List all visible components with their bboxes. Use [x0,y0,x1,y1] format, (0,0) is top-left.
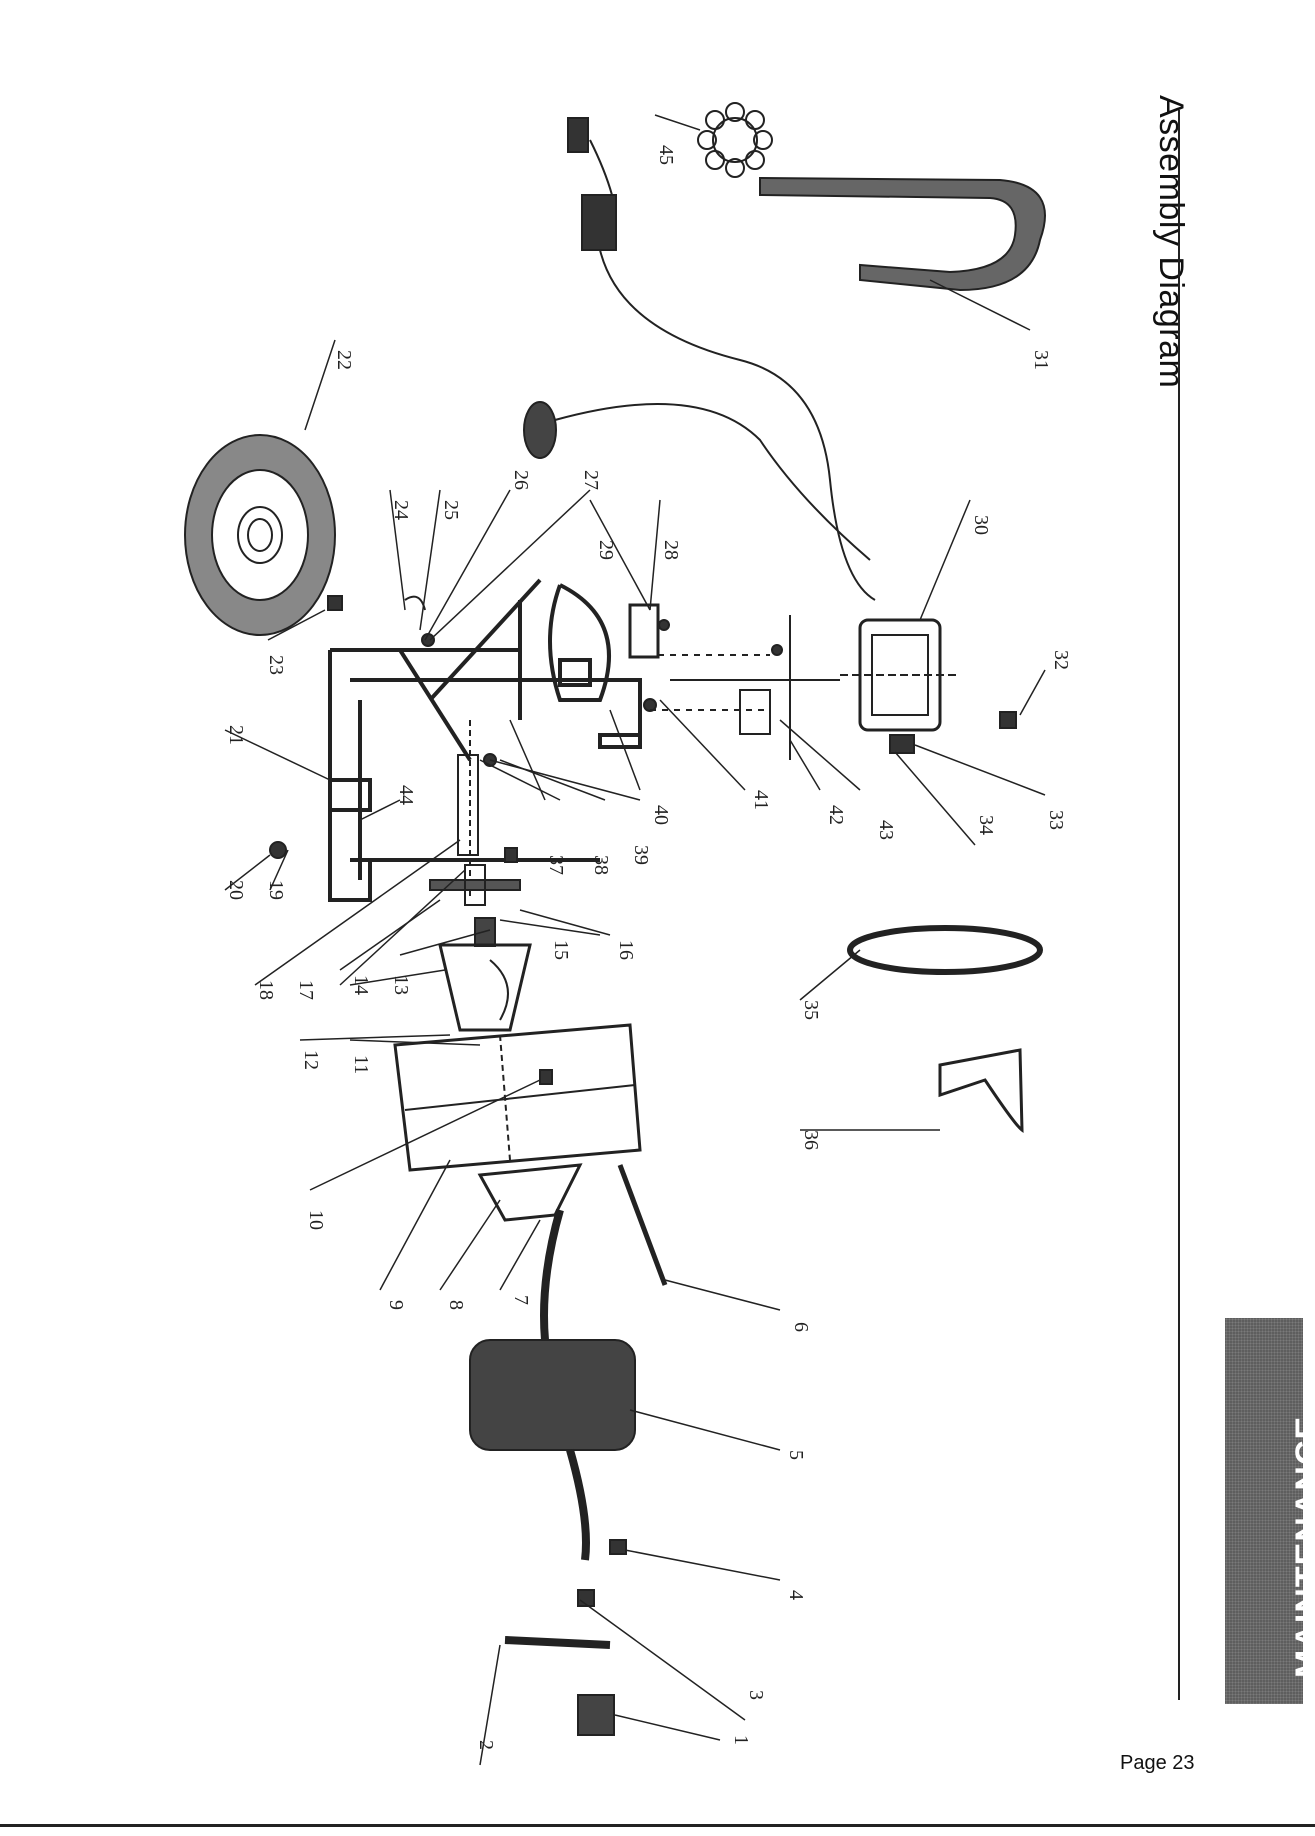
part-44-shaft [458,720,517,900]
part-2-wand [505,1640,610,1645]
callout-25: 25 [440,500,462,520]
part-19-nut [270,842,286,858]
part-10-tank [395,1025,640,1170]
callout-38: 38 [590,855,612,875]
callout-23: 23 [265,655,287,675]
callout-39: 39 [630,845,652,865]
callout-18: 18 [255,980,277,1000]
callout-11: 11 [350,1055,372,1074]
callout-33: 33 [1045,810,1067,830]
part-1-valve [578,1695,614,1735]
callout-31: 31 [1030,350,1052,370]
part-34-connector [890,735,914,753]
part-32-knob [1000,712,1016,728]
callout-15: 15 [550,940,572,960]
callout-34: 34 [975,815,997,835]
callout-19: 19 [265,880,287,900]
callout-8: 8 [445,1300,467,1310]
callout-7: 7 [510,1295,532,1305]
part-36-plate [940,1050,1022,1130]
part-22-wheel [185,435,335,635]
part-21-frame [330,580,640,900]
callout-labels: 1 2 3 4 5 6 7 8 9 10 11 12 13 14 15 16 1… [225,145,1072,1750]
part-5-hose [470,1210,635,1560]
callout-43: 43 [875,820,897,840]
callout-4: 4 [785,1590,807,1600]
part-4-fitting [610,1540,626,1554]
callout-17: 17 [295,980,317,1000]
callout-28: 28 [660,540,682,560]
callout-37: 37 [545,855,567,875]
part-8-funnel [480,1165,580,1220]
part-30-motor-box [840,620,960,730]
callout-13: 13 [390,975,412,995]
callout-29: 29 [595,540,617,560]
part-42-rod [644,615,840,760]
callout-6: 6 [790,1322,812,1332]
callout-1: 1 [730,1735,752,1745]
callout-24: 24 [390,500,412,520]
callout-44: 44 [395,785,417,805]
callout-40: 40 [650,805,672,825]
callout-16: 16 [615,940,637,960]
part-24-hook [405,597,434,646]
part-6-gun [620,1165,665,1285]
part-45-rotor [698,103,772,177]
callout-36: 36 [800,1130,822,1150]
callout-3: 3 [745,1690,767,1700]
callout-26: 26 [510,470,532,490]
part-13-pump-head [440,945,530,1030]
callout-20: 20 [225,880,247,900]
callout-32: 32 [1050,650,1072,670]
part-23-block [328,596,342,610]
callout-10: 10 [305,1210,327,1230]
callout-35: 35 [800,1000,822,1020]
callout-42: 42 [825,805,847,825]
callout-5: 5 [785,1450,807,1460]
callout-21: 21 [225,725,247,745]
callout-14: 14 [350,975,372,995]
callout-22: 22 [333,350,355,370]
part-28-bracket [630,605,669,657]
callout-41: 41 [750,790,772,810]
part-17-cross [430,865,520,905]
callout-27: 27 [580,470,602,490]
callout-45: 45 [655,145,677,165]
callout-30: 30 [970,515,992,535]
callout-9: 9 [385,1300,407,1310]
part-35-seal [850,928,1040,972]
callout-12: 12 [300,1050,322,1070]
part-31-handle [760,178,1045,290]
callout-2: 2 [475,1740,497,1750]
